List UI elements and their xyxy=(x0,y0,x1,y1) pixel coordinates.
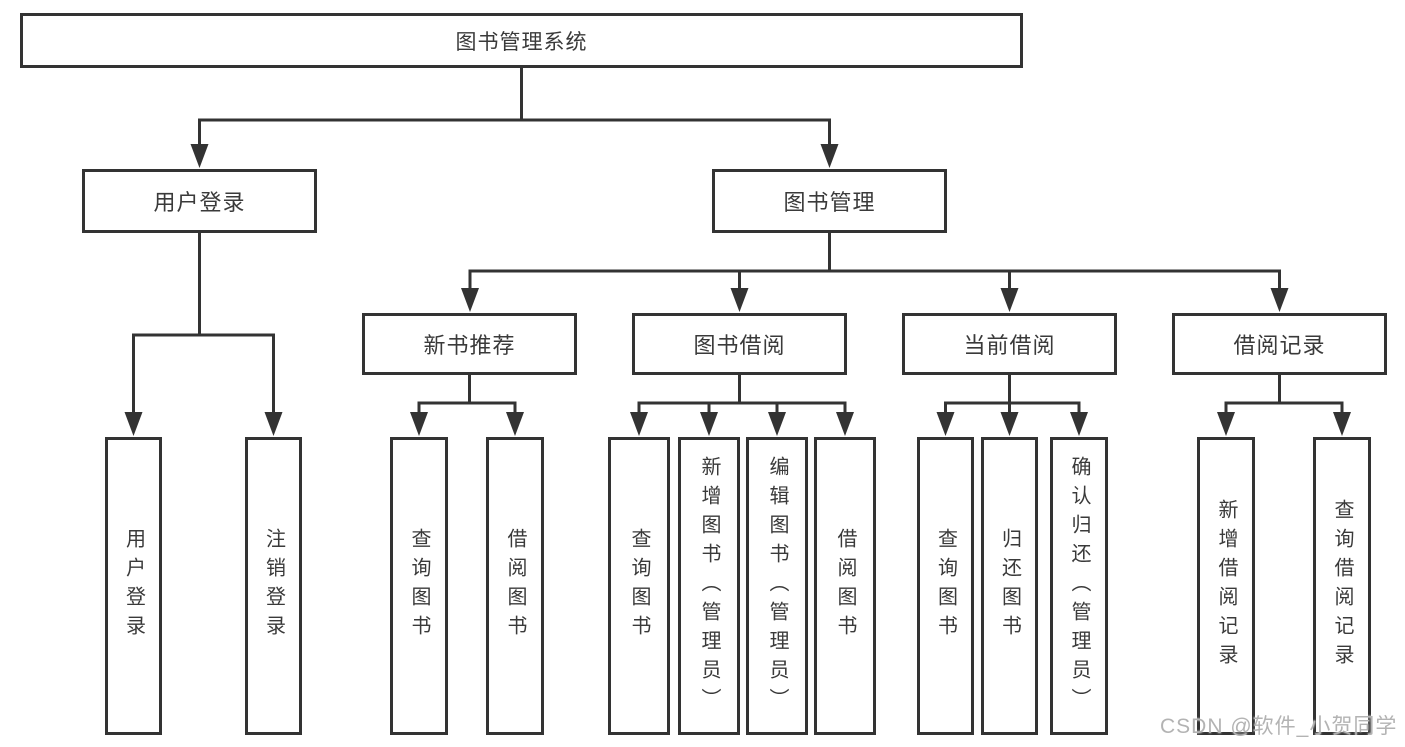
leaf-borrow-books-1: 借阅图书 xyxy=(486,437,544,735)
leaf-logout-label: 注销登录 xyxy=(262,528,285,644)
leaf-query-books-2: 查询图书 xyxy=(608,437,670,735)
node-current-borrow: 当前借阅 xyxy=(902,313,1117,375)
leaf-borrow-books-2-label: 借阅图书 xyxy=(834,528,856,644)
node-book-borrow: 图书借阅 xyxy=(632,313,847,375)
leaf-confirm-return-admin: 确认归还（管理员） xyxy=(1050,437,1108,735)
leaf-query-books-2-label: 查询图书 xyxy=(628,528,650,644)
node-library-management-system: 图书管理系统 xyxy=(20,13,1023,68)
leaf-query-books-1: 查询图书 xyxy=(390,437,448,735)
leaf-query-borrow-record: 查询借阅记录 xyxy=(1313,437,1371,735)
node-user-login-branch: 用户登录 xyxy=(82,169,317,233)
leaf-query-borrow-record-label: 查询借阅记录 xyxy=(1331,499,1353,673)
leaf-user-login: 用户登录 xyxy=(105,437,162,735)
leaf-return-books: 归还图书 xyxy=(981,437,1038,735)
leaf-edit-books-admin: 编辑图书（管理员） xyxy=(746,437,808,735)
node-new-book-recommend: 新书推荐 xyxy=(362,313,577,375)
leaf-borrow-books-2: 借阅图书 xyxy=(814,437,876,735)
leaf-borrow-books-1-label: 借阅图书 xyxy=(504,528,526,644)
node-book-management-branch: 图书管理 xyxy=(712,169,947,233)
node-borrow-records: 借阅记录 xyxy=(1172,313,1387,375)
csdn-watermark: CSDN @软件_小贺同学 xyxy=(1160,715,1398,738)
leaf-query-books-3: 查询图书 xyxy=(917,437,974,735)
leaf-return-books-label: 归还图书 xyxy=(998,528,1021,644)
leaf-query-books-1-label: 查询图书 xyxy=(408,528,430,644)
leaf-add-books-admin: 新增图书（管理员） xyxy=(678,437,740,735)
leaf-edit-books-admin-label: 编辑图书（管理员） xyxy=(766,455,788,717)
leaf-logout: 注销登录 xyxy=(245,437,302,735)
leaf-user-login-label: 用户登录 xyxy=(122,528,145,644)
leaf-add-borrow-record: 新增借阅记录 xyxy=(1197,437,1255,735)
leaf-add-books-admin-label: 新增图书（管理员） xyxy=(698,455,720,717)
leaf-confirm-return-admin-label: 确认归还（管理员） xyxy=(1068,455,1090,717)
leaf-query-books-3-label: 查询图书 xyxy=(934,528,957,644)
leaf-add-borrow-record-label: 新增借阅记录 xyxy=(1215,499,1237,673)
